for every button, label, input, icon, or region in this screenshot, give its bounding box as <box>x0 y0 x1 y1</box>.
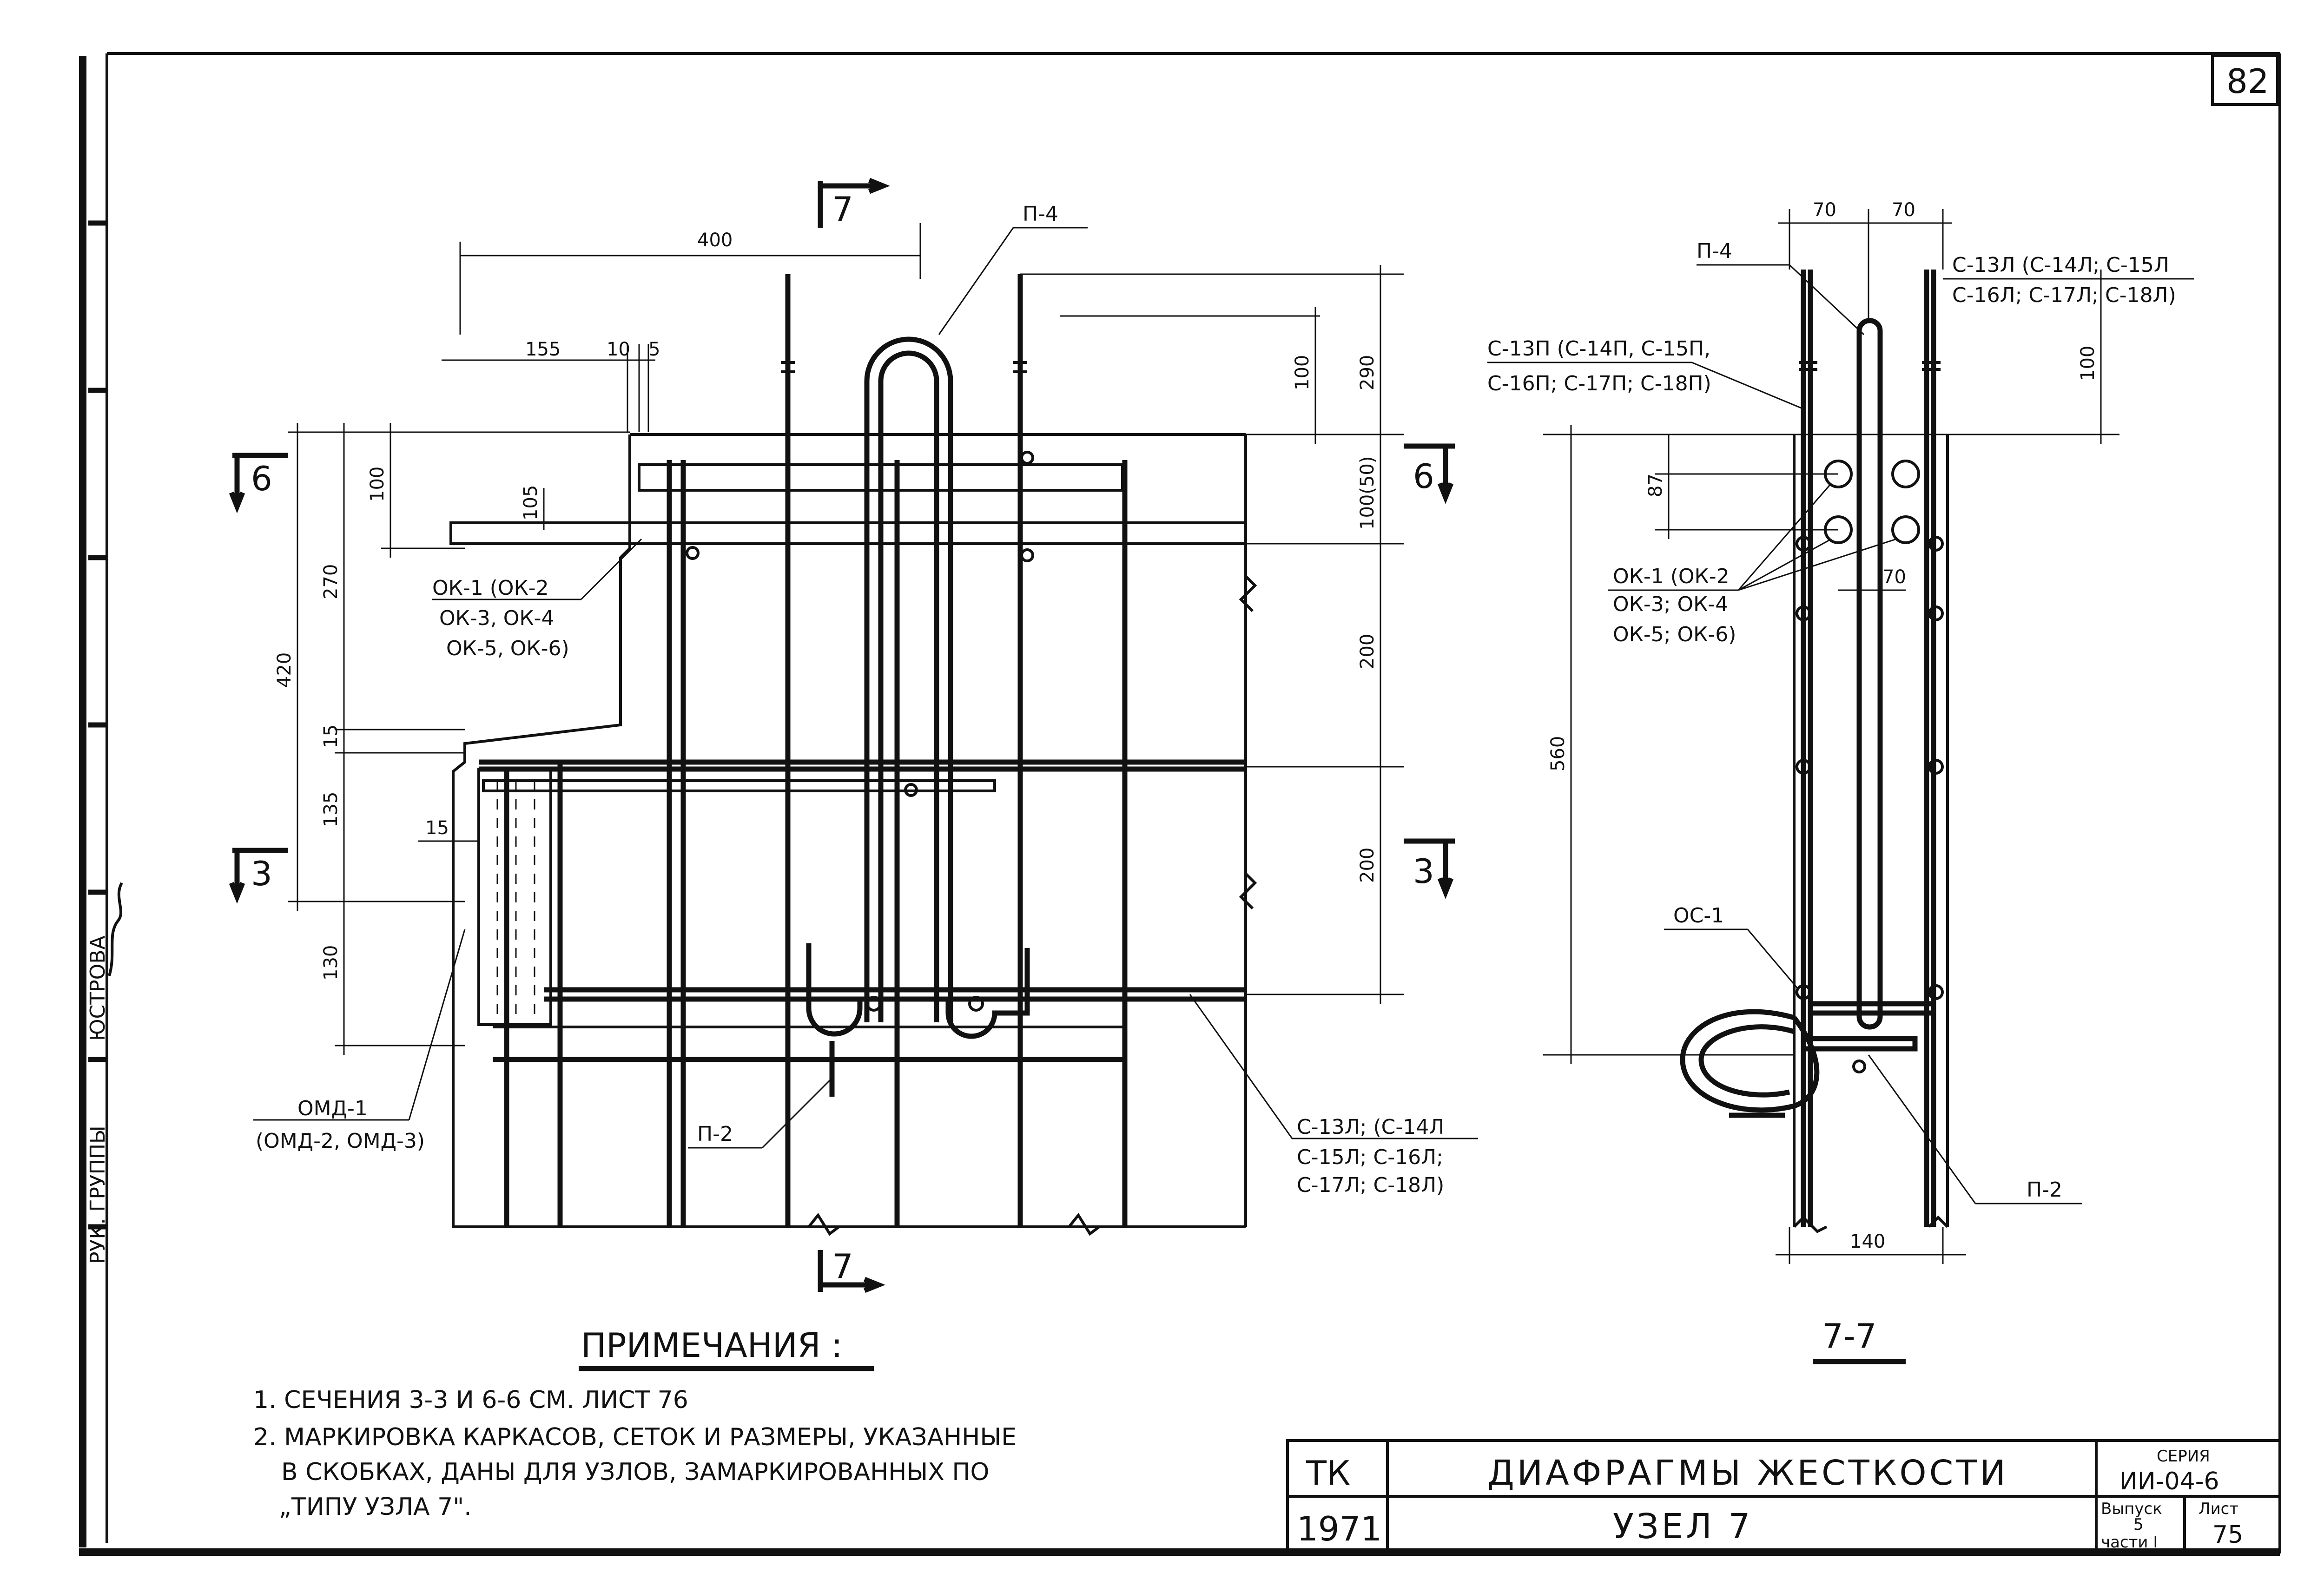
bar-circle <box>1891 460 1920 488</box>
label-c13l-line1: С-13Л; (С-14Л <box>1297 1115 1444 1139</box>
note-line-3: В СКОБКАХ, ДАНЫ ДЛЯ УЗЛОВ, ЗАМАРКИРОВАНН… <box>281 1458 989 1486</box>
dim-5: 5 <box>648 339 660 360</box>
sheet-frame <box>79 52 2281 1556</box>
dim-100-top: 100 <box>1292 355 1313 390</box>
dim-70-c: 70 <box>1882 566 1906 588</box>
sheet-number-box: 82 <box>2211 54 2279 106</box>
dim-135: 135 <box>320 792 342 827</box>
dim-420: 420 <box>274 652 295 688</box>
dim-100-section: 100 <box>2077 346 2099 381</box>
dim-200-a: 200 <box>1357 634 1378 669</box>
label-omd-line1: ОМД-1 <box>297 1097 368 1120</box>
section-mark-left-lower: 3 <box>251 854 272 893</box>
dim-200-b: 200 <box>1357 848 1378 883</box>
label-c13p-line1: С-13П (С-14П, С-15П, <box>1487 337 1710 361</box>
label-p4-section: П-4 <box>1697 239 1732 263</box>
label-p2-section: П-2 <box>2027 1178 2062 1202</box>
note-line-1: 1. СЕЧЕНИЯ 3-3 И 6-6 СМ. ЛИСТ 76 <box>253 1386 688 1414</box>
issue-value: 5 <box>2133 1515 2144 1534</box>
label-ok-section-line3: ОК-5; ОК-6) <box>1613 623 1736 646</box>
notes-block: ПРИМЕЧАНИЯ : 1. СЕЧЕНИЯ 3-3 И 6-6 СМ. ЛИ… <box>253 1326 1017 1521</box>
left-elevation: 400 155 10 5 7 7 П-4 100 290 100(50) <box>229 178 1478 1293</box>
dim-130: 130 <box>320 945 342 981</box>
label-c13p-line2: С-16П; С-17П; С-18П) <box>1487 372 1711 395</box>
series-label: СЕРИЯ <box>2157 1447 2210 1466</box>
label-omd-line2: (ОМД-2, ОМД-3) <box>256 1129 425 1153</box>
dim-155: 155 <box>525 339 561 360</box>
label-ok-section-line2: ОК-3; ОК-4 <box>1613 592 1728 616</box>
sheet-value: 75 <box>2212 1521 2243 1549</box>
label-c13l-section-line2: С-16Л; С-17Л; С-18Л) <box>1952 283 2176 307</box>
sheet-number: 82 <box>2226 62 2269 101</box>
label-p4: П-4 <box>1023 202 1058 226</box>
bar-circle <box>1891 515 1920 544</box>
side-stamp: РУК. ГРУППЫ ЮСТРОВА <box>86 935 110 1264</box>
dim-290: 290 <box>1357 355 1378 390</box>
title-sub: УЗЕЛ 7 <box>1613 1507 1753 1547</box>
dim-100-50: 100(50) <box>1357 456 1378 530</box>
section-mark-right-upper: 6 <box>1413 457 1434 496</box>
label-ok-line3: ОК-5, ОК-6) <box>446 637 569 660</box>
label-c13l-line2: С-15Л; С-16Л; <box>1297 1145 1443 1169</box>
title-block: ТК 1971 ДИАФРАГМЫ ЖЕСТКОСТИ УЗЕЛ 7 СЕРИЯ… <box>1286 1439 2281 1553</box>
label-c13l-line3: С-17Л; С-18Л) <box>1297 1173 1444 1197</box>
section-title: 7-7 <box>1822 1316 1877 1356</box>
label-ok-section-line1: ОК-1 (ОК-2 <box>1613 565 1730 588</box>
dim-140: 140 <box>1850 1231 1885 1252</box>
title-main: ДИАФРАГМЫ ЖЕСТКОСТИ <box>1487 1453 2008 1493</box>
dim-400: 400 <box>697 230 733 251</box>
issue-label: Выпуск <box>2101 1500 2162 1518</box>
dim-10: 10 <box>607 339 630 360</box>
note-line-4: „ТИПУ УЗЛА 7". <box>279 1493 472 1521</box>
note-line-2: 2. МАРКИРОВКА КАРКАСОВ, СЕТОК И РАЗМЕРЫ,… <box>253 1423 1017 1451</box>
label-p2: П-2 <box>697 1122 733 1146</box>
oc1-loop <box>1680 1009 1820 1113</box>
title-org: ТК <box>1306 1454 1350 1493</box>
series-value: ИИ-04-6 <box>2119 1468 2219 1495</box>
dim-15-h: 15 <box>425 817 449 839</box>
title-year: 1971 <box>1297 1509 1382 1548</box>
label-oc1: ОС-1 <box>1673 904 1724 928</box>
side-stamp-name: ЮСТРОВА <box>86 935 110 1041</box>
section-7-7: 70 70 100 87 70 560 140 П-4 С-13Л (С-14Л… <box>1487 199 2194 1364</box>
signature-mark <box>108 882 123 976</box>
sheet-label: Лист <box>2199 1500 2238 1518</box>
dim-70-a: 70 <box>1813 199 1836 221</box>
part-label: части I <box>2101 1533 2158 1552</box>
label-c13l-section-line1: С-13Л (С-14Л; С-15Л <box>1952 253 2169 277</box>
dim-70-b: 70 <box>1892 199 1915 221</box>
dim-100-left: 100 <box>367 467 388 502</box>
section-mark-top: 7 <box>832 190 853 229</box>
section-mark-right-lower: 3 <box>1413 852 1434 891</box>
dim-87: 87 <box>1645 474 1666 497</box>
section-mark-left-upper: 6 <box>251 459 272 498</box>
label-ok-line1: ОК-1 (ОК-2 <box>432 576 549 600</box>
section-mark-bottom: 7 <box>832 1247 853 1286</box>
p4-loop-inner <box>878 350 939 1022</box>
dim-270: 270 <box>320 564 342 599</box>
dim-15-v: 15 <box>320 724 342 748</box>
p4-loop-outer <box>864 336 953 1022</box>
notes-heading: ПРИМЕЧАНИЯ : <box>581 1326 843 1365</box>
dim-560: 560 <box>1547 736 1569 771</box>
dim-105: 105 <box>520 485 541 520</box>
side-stamp-label: РУК. ГРУППЫ <box>86 1125 110 1264</box>
label-ok-line2: ОК-3, ОК-4 <box>439 606 554 630</box>
